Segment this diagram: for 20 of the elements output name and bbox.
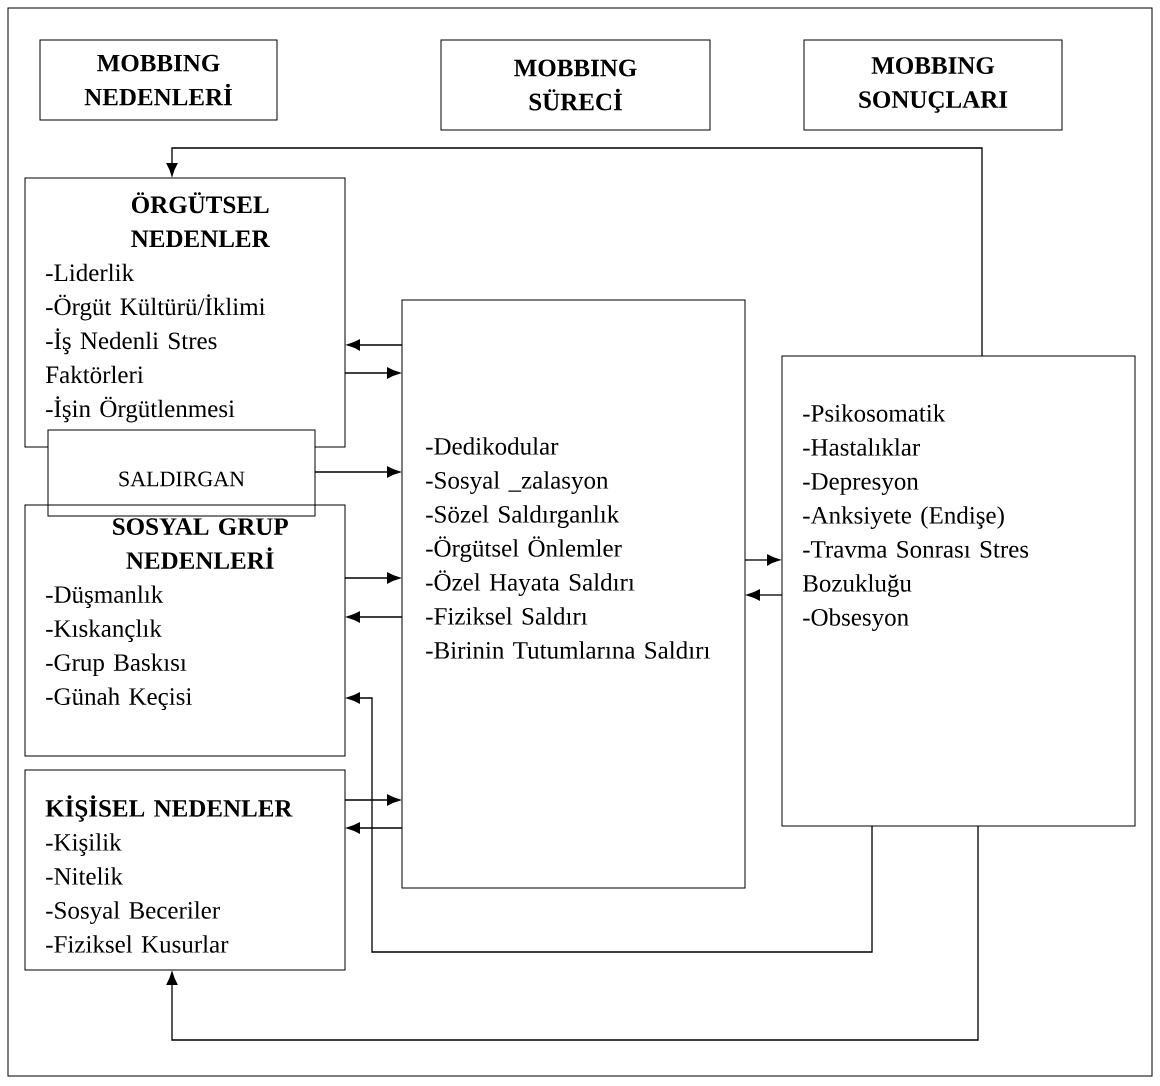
cause-box: KİŞİSEL NEDENLER -Kişilik -Nitelik -Sosyal Beceriler -Fiziksel Kusurlar — [24, 769, 346, 971]
heading-box: MOBBING SONUÇLARI — [803, 39, 1063, 131]
cause-box: SOSYAL GRUP NEDENLERİ -Düşmanlık -Kıskançlık -Grup Baskısı -Günah Keçisi — [24, 504, 346, 757]
arrow — [344, 572, 401, 584]
outcome-box: -Psikosomatik -Hastalıklar -Depresyon -Anksiyete (Endişe) -Travma Sonrası Stres Bozukluğu -Obsesyon — [781, 355, 1136, 827]
arrow — [346, 692, 873, 953]
arrow — [346, 611, 403, 623]
aggressor-box: SALDIRGAN — [47, 429, 316, 517]
arrow — [166, 147, 983, 357]
arrow — [344, 794, 401, 806]
arrow — [746, 589, 783, 601]
arrow — [346, 339, 403, 351]
process-box: -Dedikodular -Sosyal _zalasyon -Sözel Saldırganlık -Örgütsel Önlemler -Özel Hayata Saldırı -Fiziksel Saldırı -Birinin Tutumlarına Saldırı — [401, 299, 746, 889]
arrow — [344, 367, 401, 379]
arrow — [166, 825, 979, 1041]
arrow — [744, 554, 781, 566]
arrow — [346, 822, 403, 834]
heading-box: MOBBING NEDENLERİ — [39, 39, 278, 121]
heading-box: MOBBING SÜRECİ — [440, 39, 711, 131]
arrow — [314, 466, 401, 478]
